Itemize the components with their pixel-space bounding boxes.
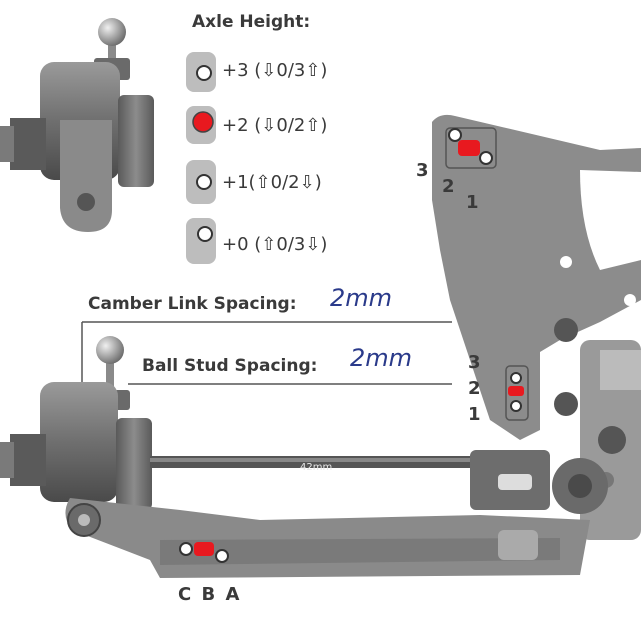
bulkhead-hole-1-label: 1	[468, 404, 481, 425]
selected-tower-hole	[458, 140, 480, 156]
lower-arm	[65, 498, 591, 578]
insert-plus2-icon	[186, 106, 216, 144]
bulkhead-hole-3-label: 3	[468, 352, 481, 373]
axle-height-option-plus2: +2 (⇩0/2⇧)	[222, 115, 328, 136]
axle-height-option-plus1: +1(⇧0/2⇩)	[222, 172, 322, 193]
camber-link-spacing-label: Camber Link Spacing:	[88, 294, 297, 314]
tower-hole-2-label: 2	[442, 176, 455, 197]
ball-stud-spacing-label: Ball Stud Spacing:	[142, 356, 318, 376]
hub-carrier-lower	[0, 336, 152, 510]
axle-height-title: Axle Height:	[192, 12, 311, 32]
tower-hole-3-label: 3	[416, 160, 429, 181]
ball-stud-top	[98, 18, 126, 46]
insert-plus0-icon	[186, 218, 216, 264]
bulkhead-hole-2-label: 2	[468, 378, 481, 399]
tower-hole-1-label: 1	[466, 192, 479, 213]
insert-plus1-icon	[186, 160, 216, 204]
drive-shaft	[150, 450, 608, 514]
axle-height-option-plus0: +0 (⇧0/3⇩)	[222, 234, 328, 255]
axle-height-option-plus3: +3 (⇩0/3⇧)	[222, 60, 328, 81]
spacing-reference-lines	[81, 321, 452, 388]
hub-carrier-top	[0, 18, 154, 232]
camber-link-spacing-value: 2mm	[330, 284, 393, 312]
ball-stud-lower	[96, 336, 124, 364]
ball-stud-spacing-value: 2mm	[350, 344, 413, 372]
selected-arm-hole	[194, 542, 214, 556]
shock-tower	[432, 114, 641, 440]
arm-holes-label: C B A	[178, 584, 242, 605]
turnbuckle-length-label: 42mm	[300, 462, 333, 473]
insert-plus3-icon	[186, 52, 216, 92]
selected-bulkhead-hole	[508, 386, 524, 396]
axle-height-icons	[186, 52, 216, 264]
